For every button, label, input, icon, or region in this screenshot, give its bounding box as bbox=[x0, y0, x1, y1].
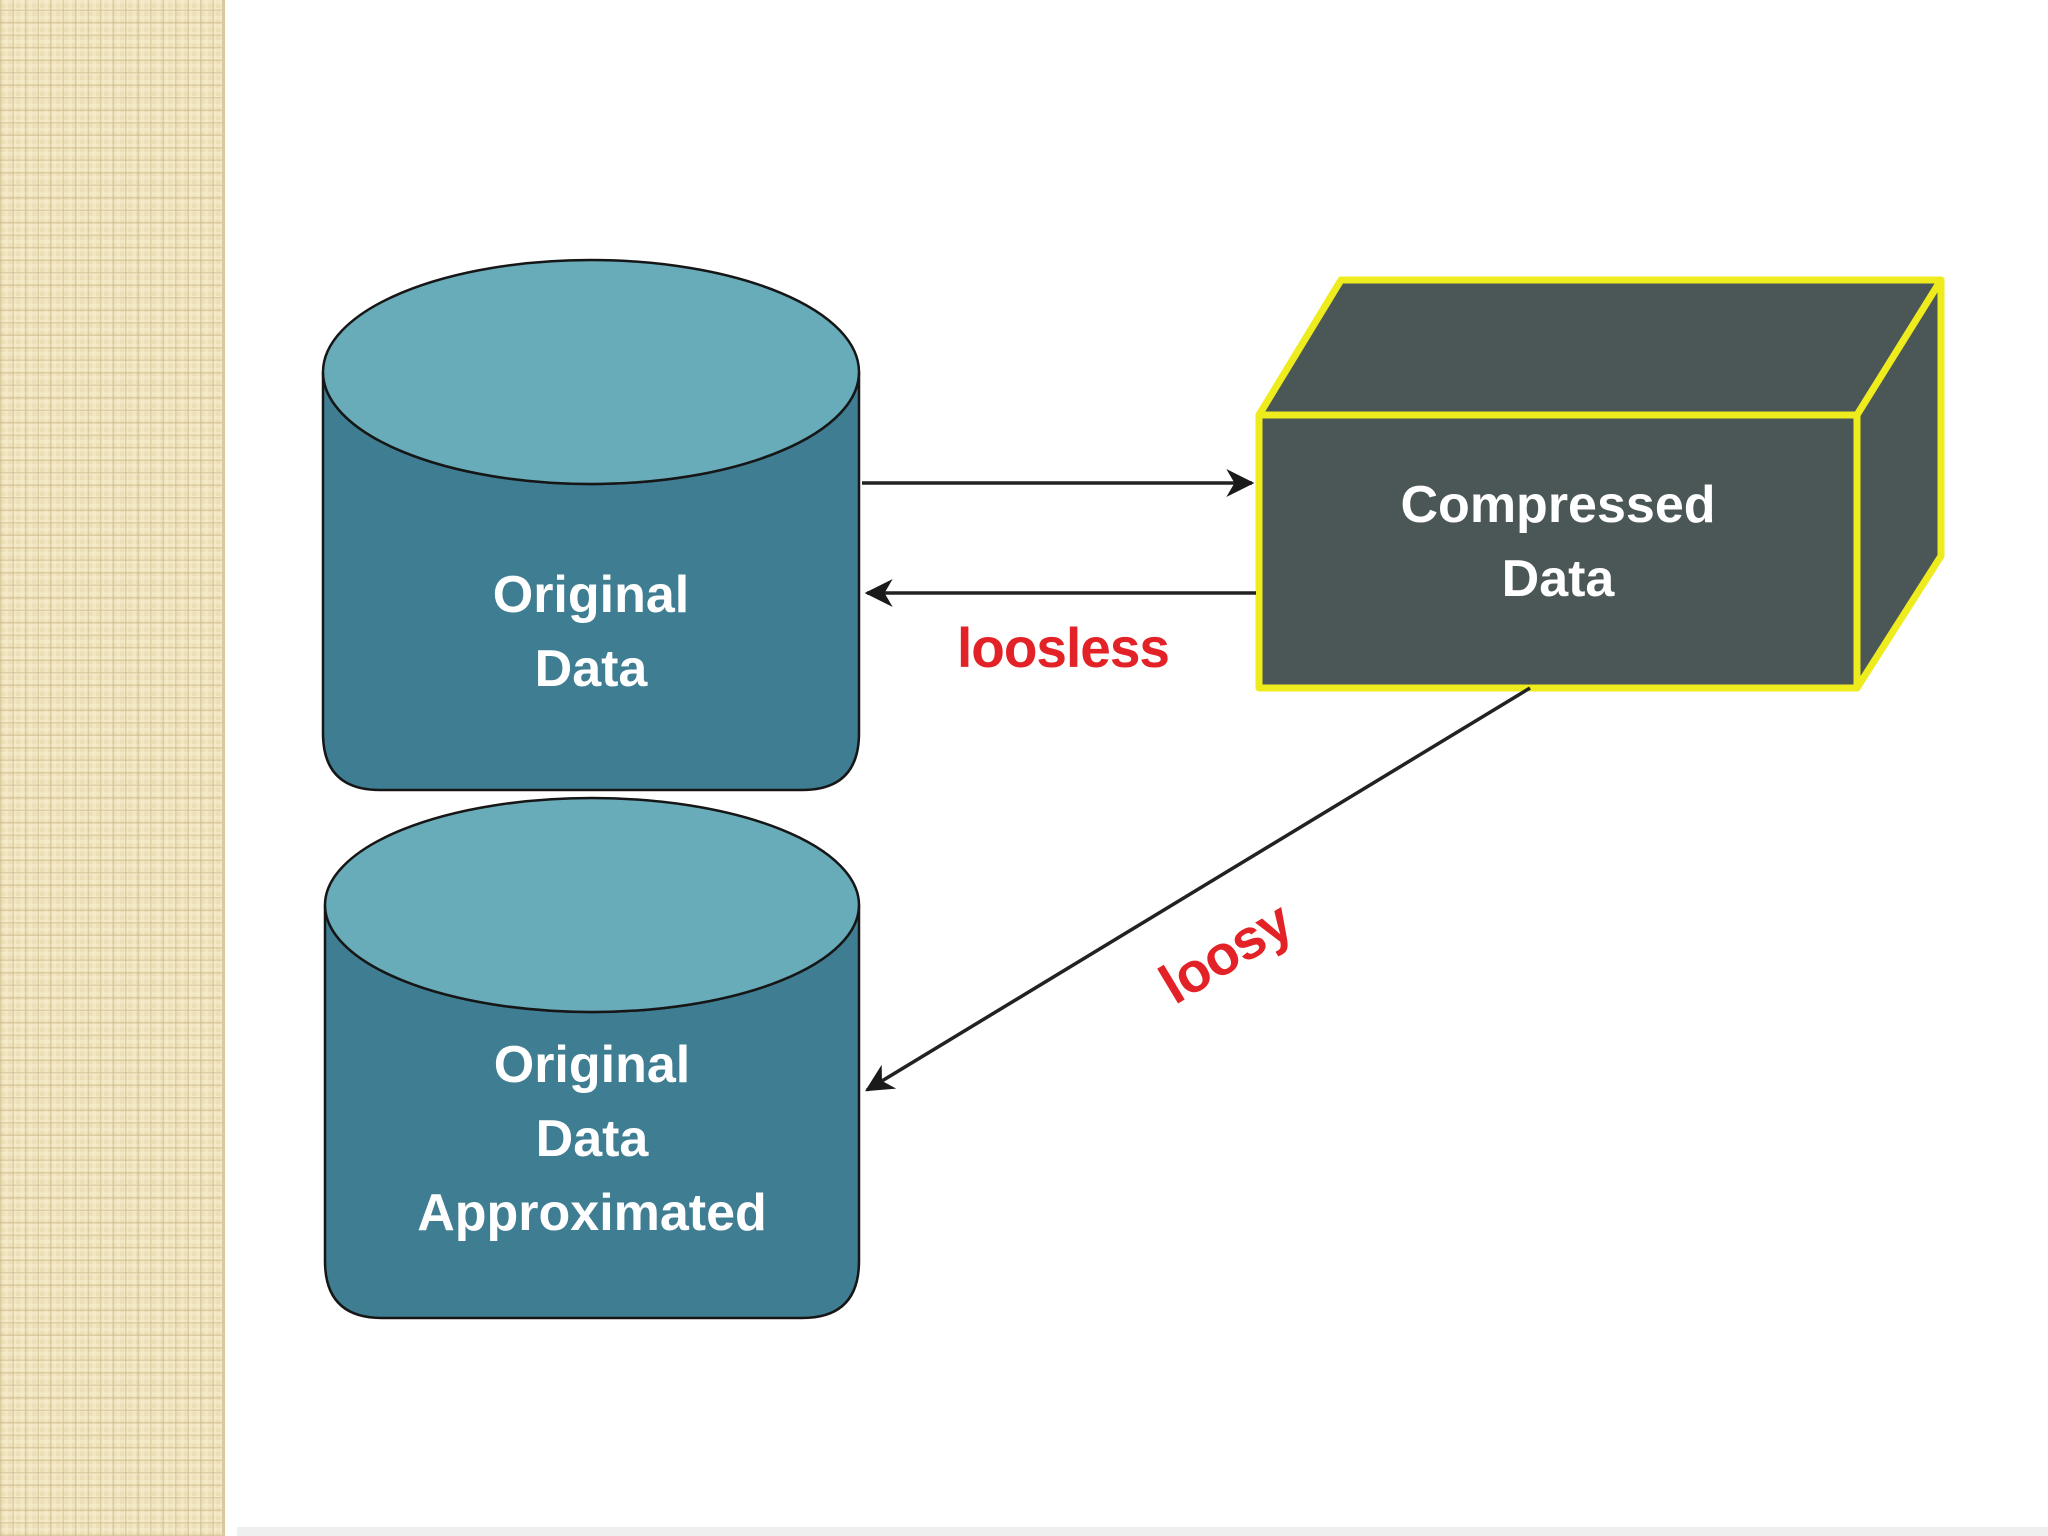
approximated-label-line3: Approximated bbox=[417, 1184, 767, 1242]
original-data-label-line1: Original bbox=[493, 566, 689, 624]
cylinder-top bbox=[323, 796, 861, 1014]
compressed-data-label-line1: Compressed bbox=[1401, 476, 1716, 534]
approximated-label-line1: Original bbox=[494, 1036, 690, 1094]
original-data-approximated-cylinder: Original Data Approximated bbox=[323, 796, 861, 1320]
original-data-label-line2: Data bbox=[535, 640, 649, 698]
box-front-face bbox=[1255, 411, 1861, 692]
compressed-data-box: Compressed Data bbox=[1255, 276, 1945, 692]
slide-sidebar-texture bbox=[0, 0, 225, 1536]
box-top-face bbox=[1255, 276, 1945, 419]
lossy-label: loosy bbox=[1148, 889, 1302, 1016]
original-data-cylinder: Original Data bbox=[321, 258, 861, 792]
slide-bottom-edge bbox=[237, 1527, 2048, 1536]
compressed-data-label-line2: Data bbox=[1502, 550, 1616, 608]
lossy-arrow bbox=[865, 686, 1531, 1092]
approximated-label-line2: Data bbox=[536, 1110, 650, 1168]
cylinder-top bbox=[321, 258, 861, 486]
lossless-label: loosless bbox=[957, 616, 1169, 679]
